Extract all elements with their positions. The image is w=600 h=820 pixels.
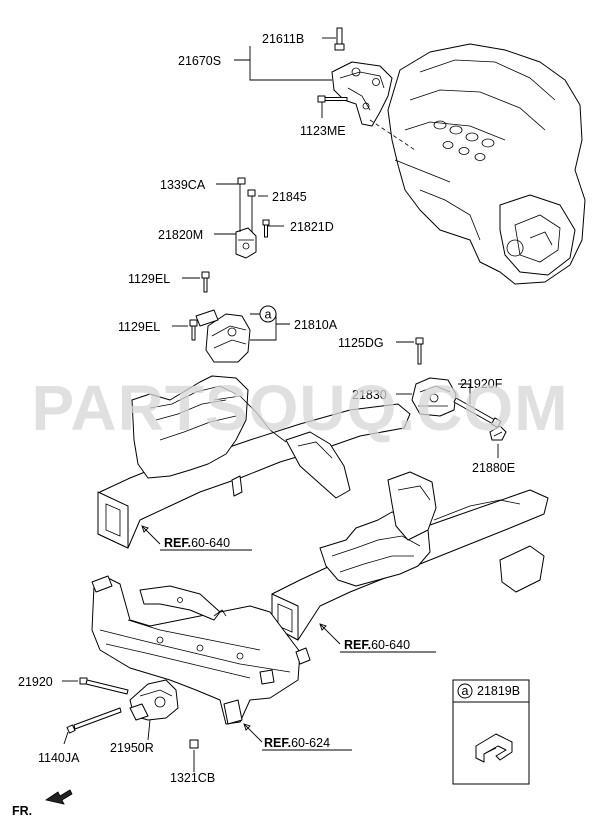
front-arrow-icon xyxy=(44,789,73,805)
ref3-prefix: REF. xyxy=(264,736,291,750)
ref2-prefix: REF. xyxy=(344,638,371,652)
bolt-1123ME xyxy=(317,95,348,103)
ref2-code: 60-640 xyxy=(371,638,410,652)
nut-21845 xyxy=(247,189,256,197)
bolt-1129EL-bottom xyxy=(189,319,198,341)
bracket-21880E xyxy=(489,425,507,441)
ref-label-left-member: REF.60-640 xyxy=(164,536,230,550)
inset-box-21819B: a 21819B xyxy=(452,679,530,785)
leader-lines xyxy=(62,37,499,772)
clip-21819B xyxy=(475,733,513,763)
roll-rod-mount-21830 xyxy=(411,377,457,417)
nut-1321CB xyxy=(189,739,199,749)
label-1125DG: 1125DG xyxy=(338,336,384,350)
label-21880E: 21880E xyxy=(472,461,515,475)
watermark: PARTSOUQ.COM xyxy=(31,372,568,444)
front-label: FR. xyxy=(12,804,32,818)
ref-label-subframe: REF.60-624 xyxy=(264,736,330,750)
label-21830: 21830 xyxy=(352,388,387,402)
mount-bracket-21820M xyxy=(235,227,257,259)
label-21821D: 21821D xyxy=(290,220,334,234)
label-1129EL-top: 1129EL xyxy=(128,272,170,286)
bolt-1140JA xyxy=(66,707,122,734)
bolt-1129EL-top xyxy=(201,271,210,293)
label-21819B: 21819B xyxy=(477,684,520,698)
ref1-code: 60-640 xyxy=(191,536,230,550)
ref3-code: 60-624 xyxy=(291,736,330,750)
ref-label-right-member: REF.60-640 xyxy=(344,638,410,652)
ref1-prefix: REF. xyxy=(164,536,191,550)
label-21920F: 21920F xyxy=(460,377,503,391)
label-1123ME: 1123ME xyxy=(300,124,346,138)
bolt-21920F xyxy=(453,397,502,428)
callout-letter: a xyxy=(265,308,272,322)
right-side-member xyxy=(271,471,549,641)
label-1140JA: 1140JA xyxy=(38,751,80,765)
label-21611B: 21611B xyxy=(262,32,304,46)
transmission-mount-21810A xyxy=(195,309,251,363)
left-side-member xyxy=(97,375,411,549)
label-1339CA: 1339CA xyxy=(160,178,206,192)
engine-block xyxy=(387,43,586,285)
front-subframe xyxy=(91,575,311,725)
label-21845: 21845 xyxy=(272,190,307,204)
engine-mount-center-line xyxy=(369,119,416,151)
bolt-21920 xyxy=(79,677,129,695)
bolt-1125DG xyxy=(415,337,424,365)
label-1321CB: 1321CB xyxy=(170,771,215,785)
inset-callout-letter: a xyxy=(462,684,469,698)
label-21920: 21920 xyxy=(18,675,53,689)
stud-bolt-21611B xyxy=(334,27,345,51)
label-21810A: 21810A xyxy=(294,318,338,332)
callout-circle-a: a xyxy=(259,305,277,323)
nut-1339CA xyxy=(237,177,246,185)
label-21950R: 21950R xyxy=(110,741,154,755)
front-direction-indicator: FR. xyxy=(12,789,73,818)
lower-mount-21950R xyxy=(129,679,179,721)
label-1129EL-bottom: 1129EL xyxy=(118,320,160,334)
label-21670S: 21670S xyxy=(178,54,221,68)
label-21820M: 21820M xyxy=(158,228,203,242)
engine-mount-bracket xyxy=(331,61,393,127)
bolt-21821D xyxy=(262,219,270,238)
